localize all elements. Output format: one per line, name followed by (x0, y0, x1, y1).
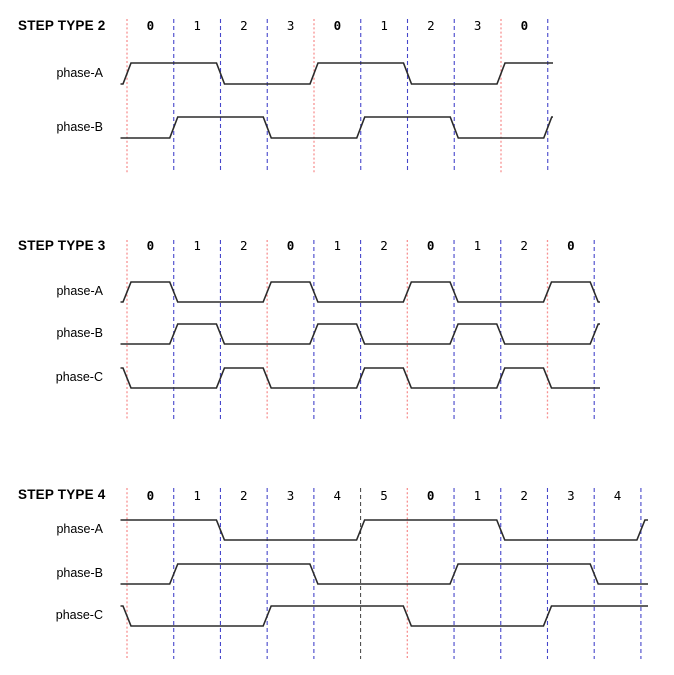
step-number: 0 (520, 18, 529, 33)
step-number: 1 (473, 488, 482, 503)
step-number: 0 (146, 488, 155, 503)
step-type-3-title: STEP TYPE 3 (18, 238, 106, 253)
phase-B-label: phase-B (56, 566, 103, 580)
phase-A-label: phase-A (56, 284, 103, 298)
step-number: 0 (426, 488, 435, 503)
step-number: 2 (240, 238, 248, 253)
step-number: 0 (567, 238, 575, 253)
phase-A-waveform (120, 519, 648, 541)
step-number: 3 (286, 18, 295, 33)
phase-B-waveform (120, 116, 553, 139)
step-number: 0 (146, 238, 155, 253)
step-number: 4 (333, 488, 341, 503)
step-type-4-title: STEP TYPE 4 (18, 487, 106, 502)
phase-A-label: phase-A (56, 65, 103, 80)
step-number: 1 (193, 238, 201, 253)
step-number: 3 (286, 488, 295, 503)
phase-B-waveform (120, 323, 600, 345)
step-number: 1 (333, 238, 341, 253)
step-number: 2 (520, 488, 528, 503)
step-number: 2 (380, 238, 388, 253)
step-type-2-title: STEP TYPE 2 (18, 18, 106, 33)
phase-B-waveform (120, 563, 648, 585)
phase-A-waveform (120, 62, 553, 85)
step-number: 2 (427, 18, 435, 33)
step-number: 3 (473, 18, 482, 33)
step-number: 1 (193, 18, 201, 33)
step-number: 3 (567, 488, 575, 503)
phase-B-label: phase-B (56, 119, 103, 134)
step-number: 2 (240, 18, 248, 33)
step-number: 0 (146, 18, 155, 33)
phase-C-waveform (120, 605, 648, 627)
phase-A-waveform (120, 281, 600, 303)
phase-C-label: phase-C (55, 370, 103, 384)
step-number: 1 (473, 238, 482, 253)
step-number: 0 (286, 238, 295, 253)
phase-B-label: phase-B (56, 326, 103, 340)
step-number: 4 (613, 488, 622, 503)
step-number: 1 (380, 18, 388, 33)
phase-C-label: phase-C (55, 608, 103, 622)
phase-A-label: phase-A (56, 522, 103, 536)
step-number: 0 (426, 238, 435, 253)
step-number: 2 (520, 238, 528, 253)
step-number: 2 (240, 488, 248, 503)
step-number: 0 (333, 18, 342, 33)
phase-C-waveform (120, 367, 600, 389)
step-number: 5 (380, 488, 388, 503)
step-number: 1 (193, 488, 201, 503)
